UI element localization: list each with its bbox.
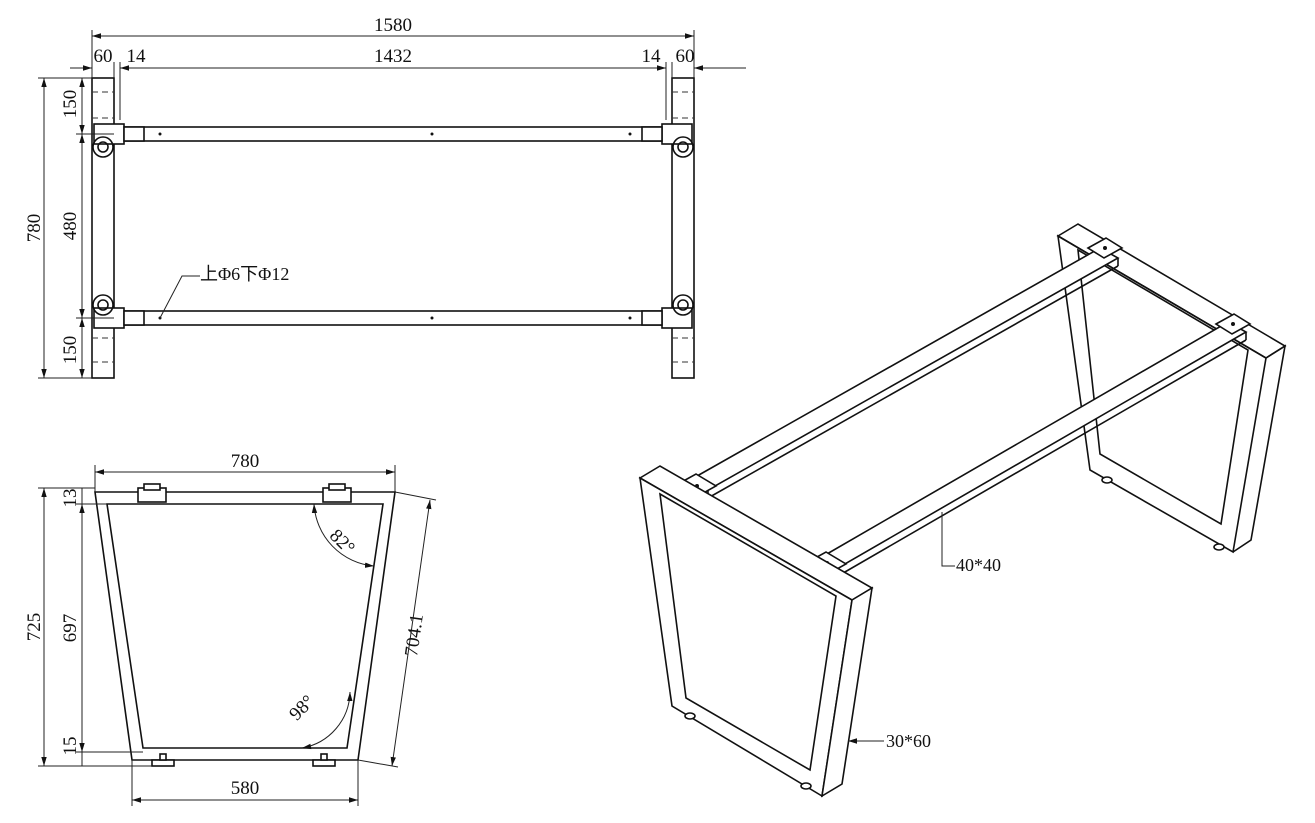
label-leg-profile: 30*60 bbox=[886, 731, 931, 751]
bracket-top-left bbox=[92, 123, 145, 158]
foot-left bbox=[151, 759, 175, 767]
bracket-bottom-left bbox=[92, 294, 145, 329]
dim-overall-depth: 780 bbox=[24, 214, 45, 243]
dim-top-thickness: 13 bbox=[60, 489, 81, 508]
bracket-top-right bbox=[641, 123, 694, 158]
dim-bottom-width: 580 bbox=[231, 778, 260, 799]
dim-bottom-offset: 150 bbox=[60, 336, 81, 365]
iso-view: 40*40 30*60 bbox=[638, 223, 1287, 798]
dim-top-width: 780 bbox=[231, 451, 260, 472]
iso-rail-lower bbox=[818, 321, 1248, 577]
label-rail-profile: 40*40 bbox=[956, 555, 1001, 575]
dim-overall-width: 1580 bbox=[374, 15, 412, 36]
dim-right-leg: 60 bbox=[676, 46, 695, 67]
side-view: 780 580 725 13 697 15 704.1 82° 98° bbox=[24, 451, 437, 806]
dim-slant-length: 704.1 bbox=[401, 613, 428, 658]
right-leg-plan bbox=[671, 77, 695, 379]
front-leg-frame bbox=[638, 465, 874, 798]
bottom-rail-plan bbox=[113, 310, 673, 326]
back-leg-frame bbox=[1056, 223, 1287, 554]
dim-foot-height: 15 bbox=[60, 737, 81, 756]
top-rail-plan bbox=[113, 126, 673, 142]
iso-rail-upper bbox=[688, 247, 1120, 499]
top-bracket-left bbox=[137, 483, 167, 503]
dim-inner-height: 697 bbox=[60, 614, 81, 643]
dim-left-gap: 14 bbox=[127, 46, 147, 67]
dim-top-offset: 150 bbox=[60, 90, 81, 119]
left-leg-plan bbox=[91, 77, 115, 379]
dim-left-leg: 60 bbox=[94, 46, 113, 67]
dim-rail-spacing: 480 bbox=[60, 212, 81, 241]
hole-note: 上Φ6下Φ12 bbox=[200, 264, 289, 284]
bracket-bottom-right bbox=[641, 294, 694, 329]
top-bracket-right bbox=[322, 483, 352, 503]
dim-overall-height: 725 bbox=[24, 613, 45, 642]
dim-right-gap: 14 bbox=[642, 46, 662, 67]
top-view: 1580 60 14 1432 14 60 780 150 480 150 上Φ… bbox=[24, 15, 746, 379]
dim-inner-span: 1432 bbox=[374, 46, 412, 67]
foot-right bbox=[312, 759, 336, 767]
